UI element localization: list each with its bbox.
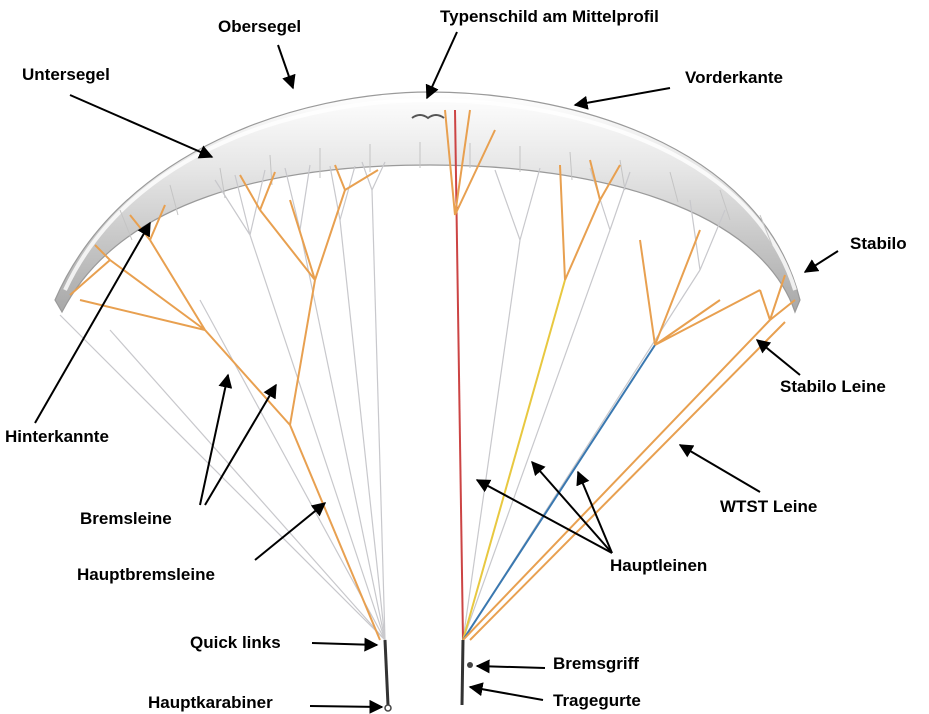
arrow-stabilo-leine [755, 339, 801, 376]
upper-main-cascade [444, 109, 796, 346]
arrow-stabilo [803, 250, 839, 273]
label-quick-links: Quick links [190, 633, 281, 652]
arrow-hauptleinen-1 [475, 479, 613, 554]
label-stabilo-leine: Stabilo Leine [780, 377, 886, 396]
label-stabilo: Stabilo [850, 234, 907, 253]
arrow-tragegurte [468, 682, 544, 701]
arrow-hinterkannte [34, 221, 151, 424]
label-hauptkarabiner: Hauptkarabiner [148, 693, 273, 712]
arrow-wtst-leine [678, 444, 761, 493]
arrow-hauptleinen-3 [576, 470, 613, 554]
arrow-bremsgriff [475, 659, 546, 674]
risers [383, 639, 465, 706]
annotation-arrows [34, 31, 839, 714]
label-hauptbremsleine: Hauptbremsleine [77, 565, 215, 584]
arrow-bremsleine-1 [199, 373, 233, 506]
arrow-hauptbremsleine [254, 502, 327, 561]
arrow-quick-links [311, 637, 379, 652]
grey-lines-left [59, 161, 386, 641]
label-tragegurte: Tragegurte [553, 691, 641, 710]
label-untersegel: Untersegel [22, 65, 110, 84]
arrow-bremsleine-2 [204, 383, 277, 506]
arrow-untersegel [69, 94, 214, 159]
arrow-hauptleinen-2 [531, 460, 613, 554]
arrow-obersegel [277, 44, 296, 90]
brake-handle-icon [467, 662, 473, 668]
label-wtst-leine: WTST Leine [720, 497, 818, 516]
label-vorderkante: Vorderkante [685, 68, 783, 87]
label-hauptleinen: Hauptleinen [610, 556, 708, 575]
label-hinterkannte: Hinterkannte [5, 427, 109, 446]
brake-lines [69, 164, 381, 641]
canopy-ribs [119, 142, 773, 246]
label-typenschild: Typenschild am Mittelprofil [440, 7, 659, 26]
label-bremsgriff: Bremsgriff [553, 654, 639, 673]
leading-edge [63, 97, 797, 291]
label-obersegel: Obersegel [218, 17, 302, 36]
arrow-hauptkarabiner [309, 699, 384, 714]
arrow-vorderkante [573, 87, 671, 110]
label-bremsleine: Bremsleine [80, 509, 172, 528]
nameplate-mark [411, 114, 445, 120]
arrow-typenschild [425, 31, 458, 100]
canopy [54, 91, 801, 314]
karabiner-icon [384, 704, 392, 712]
